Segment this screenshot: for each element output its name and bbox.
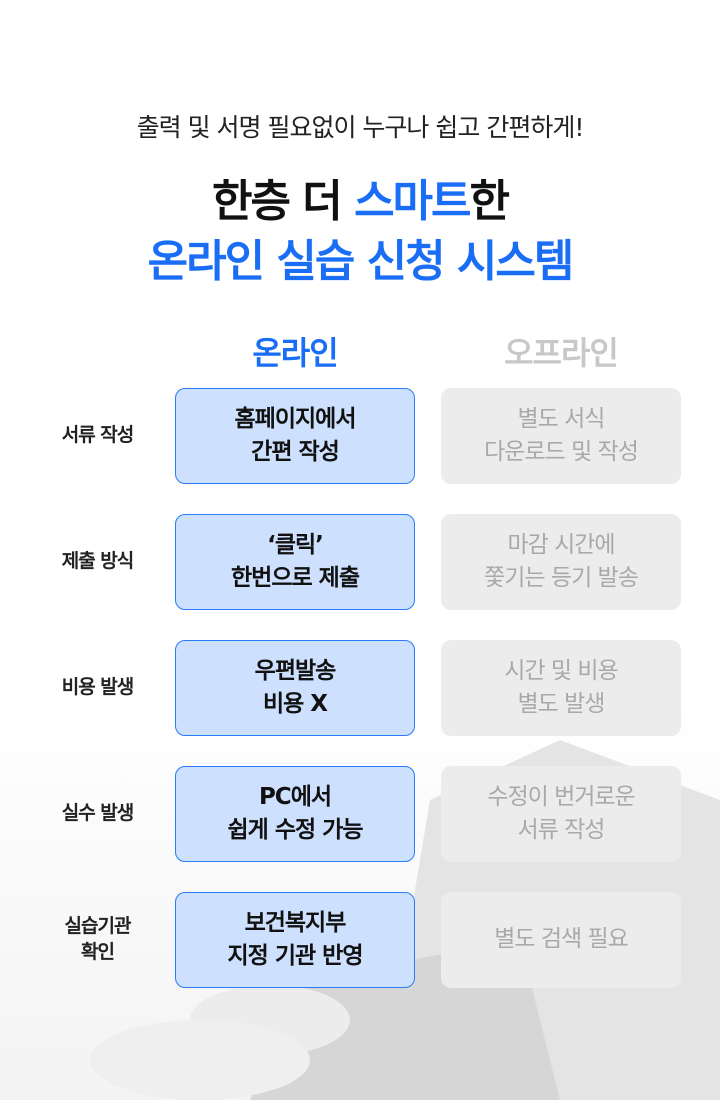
row-label: 제출 방식 xyxy=(61,550,135,573)
row-label: 실수 발생 xyxy=(61,802,135,825)
title-line-1: 한층 더 스마트한 xyxy=(0,165,720,229)
title-text: 한층 더 xyxy=(211,176,355,227)
offline-cell: 별도 서식 다운로드 및 작성 xyxy=(441,388,681,484)
row-label: 비용 발생 xyxy=(61,676,135,699)
row-label: 서류 작성 xyxy=(61,424,135,447)
offline-cell: 수정이 번거로운 서류 작성 xyxy=(441,766,681,862)
title-line-2: 온라인 실습 신청 시스템 xyxy=(147,236,575,287)
title-text: 한 xyxy=(469,176,511,227)
laptop-hands-background-image xyxy=(90,740,720,1100)
online-cell: ‘클릭’ 한번으로 제출 xyxy=(175,514,415,610)
online-cell: 홈페이지에서 간편 작성 xyxy=(175,388,415,484)
offline-cell: 별도 검색 필요 xyxy=(441,892,681,988)
row-label: 실습기관 확인 xyxy=(64,915,132,963)
subtitle: 출력 및 서명 필요없이 누구나 쉽고 간편하게! xyxy=(136,113,585,142)
column-header-online: 온라인 xyxy=(252,334,338,372)
column-header-offline: 오프라인 xyxy=(504,334,619,372)
online-cell: 보건복지부 지정 기관 반영 xyxy=(175,892,415,988)
offline-cell: 마감 시간에 쫓기는 등기 발송 xyxy=(441,514,681,610)
title-highlight: 스마트 xyxy=(354,176,471,227)
offline-cell: 시간 및 비용 별도 발생 xyxy=(441,640,681,736)
online-cell: 우편발송 비용 X xyxy=(175,640,415,736)
online-cell: PC에서 쉽게 수정 가능 xyxy=(175,766,415,862)
